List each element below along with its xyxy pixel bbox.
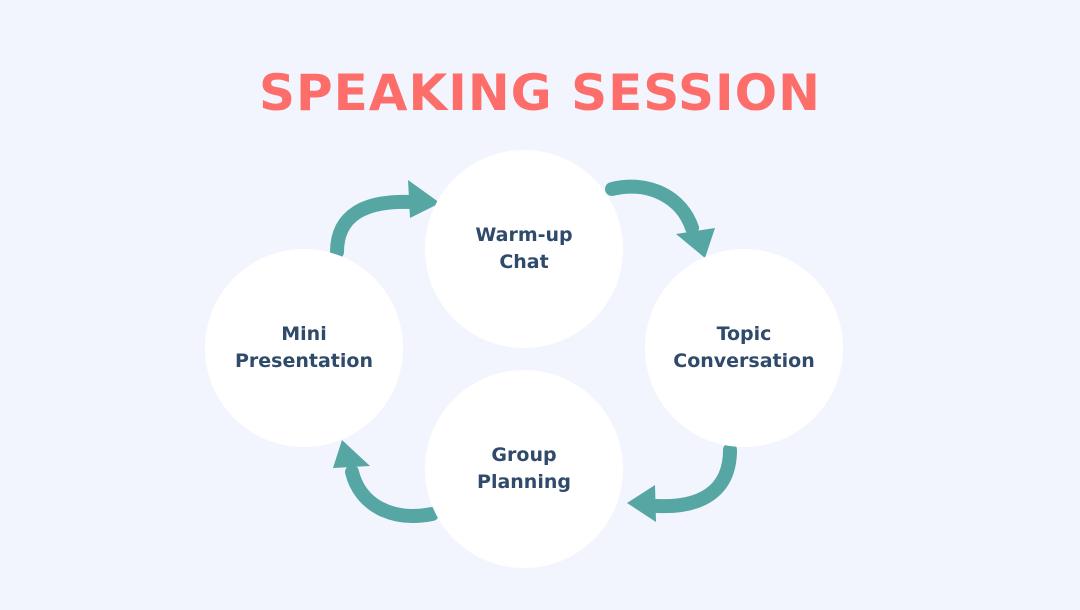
node-label-line: Chat	[499, 251, 549, 273]
arrow-group-to-mini	[333, 440, 439, 523]
diagram-title: SPEAKING SESSION	[258, 64, 822, 122]
node-label-line: Mini	[281, 323, 327, 345]
node-topic-conversation: Topic Conversation	[645, 249, 843, 447]
arrow-mini-to-warmup	[330, 180, 440, 259]
node-label-line: Topic	[716, 323, 772, 345]
node-label-line: Warm-up	[475, 224, 573, 246]
node-label-line: Planning	[477, 471, 571, 493]
node-group-planning: Group Planning	[425, 370, 623, 568]
node-warm-up-chat: Warm-up Chat	[425, 150, 623, 348]
arrow-warmup-to-topic	[605, 179, 715, 258]
node-mini-presentation: Mini Presentation	[205, 249, 403, 447]
node-label-line: Conversation	[673, 350, 815, 372]
node-label-line: Group	[491, 444, 557, 466]
arrow-topic-to-group	[627, 443, 737, 522]
node-label-line: Presentation	[235, 350, 373, 372]
